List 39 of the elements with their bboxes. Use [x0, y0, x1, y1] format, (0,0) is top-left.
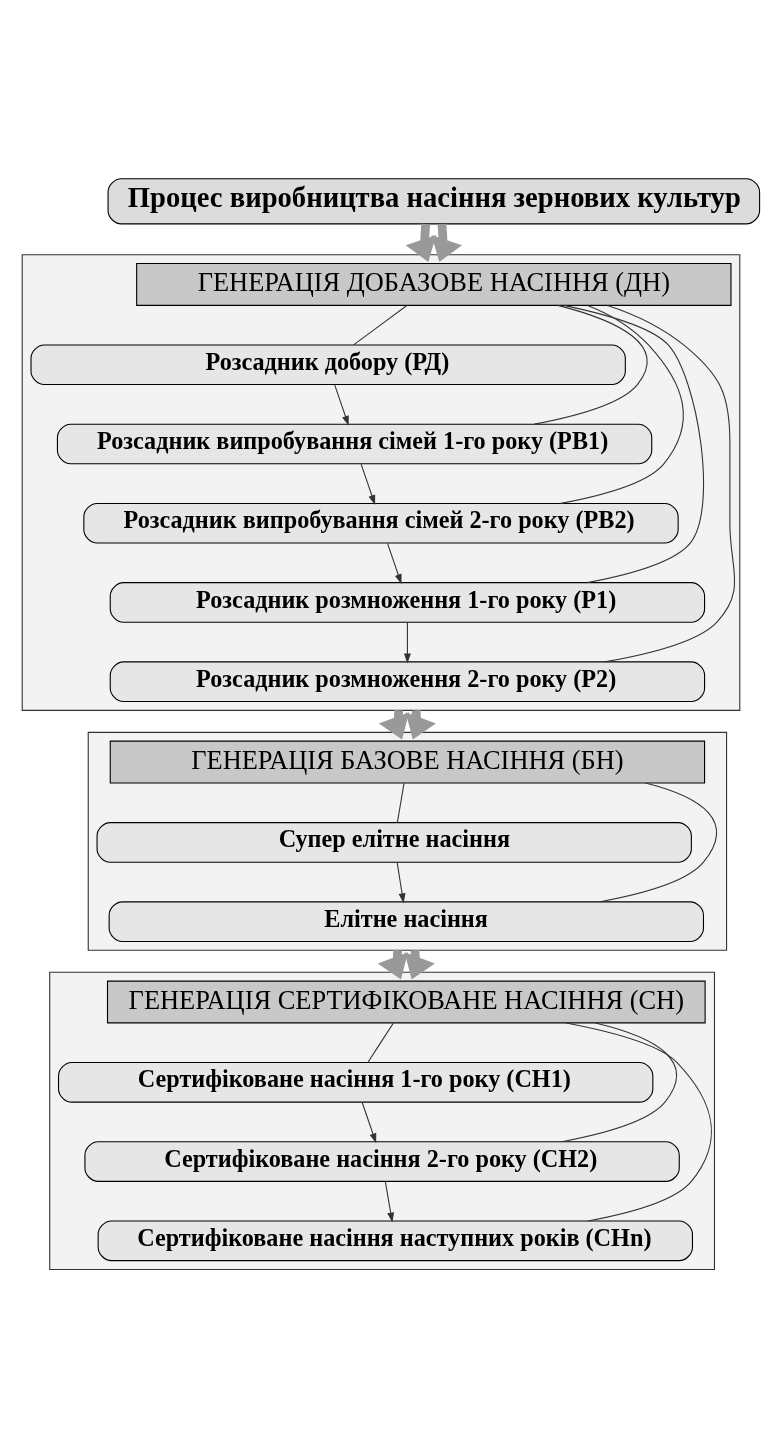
node-box: Розсадник випробування сімей 1-го року (РВ1)	[56, 423, 652, 464]
connector	[366, 1022, 394, 1063]
connector	[533, 304, 647, 425]
arrow	[361, 1101, 376, 1143]
connector	[559, 304, 684, 504]
node-box: ГЕНЕРАЦІЯ БАЗОВЕ НАСІННЯ (БН)	[109, 740, 705, 784]
arrow	[386, 542, 402, 584]
connector	[562, 304, 704, 583]
connector	[352, 304, 407, 345]
arrow	[405, 223, 436, 262]
connector	[603, 304, 735, 662]
arrow	[384, 1180, 394, 1223]
node-box: Сертифіковане насіння 1-го року (СН1)	[57, 1061, 653, 1103]
cluster	[21, 253, 740, 711]
node-box: Розсадник розмноження 1-го року (Р1)	[109, 581, 705, 623]
connector	[396, 782, 405, 823]
arrow	[360, 463, 375, 505]
cluster	[87, 731, 727, 951]
arrow	[405, 709, 436, 740]
node-box: Сертифіковане насіння 2-го року (СН2)	[83, 1140, 680, 1182]
arrow	[333, 383, 349, 426]
node-box: Сертифіковане насіння наступних років (СНn)	[97, 1219, 693, 1261]
arrow	[404, 949, 435, 979]
node-box: ГЕНЕРАЦІЯ ДОБАЗОВЕ НАСІННЯ (ДН)	[135, 262, 732, 306]
connector	[599, 781, 717, 902]
arrow	[403, 621, 411, 663]
node-box: Процес виробництва насіння зернових культур	[107, 177, 760, 224]
arrow	[378, 709, 409, 740]
arrow	[377, 949, 408, 979]
node-box: Розсадник випробування сімей 2-го року (РВ2)	[82, 502, 679, 544]
node-box: Розсадник розмноження 2-го року (Р2)	[109, 660, 705, 702]
arrow	[396, 861, 405, 903]
node-box: Розсадник добору (РД)	[29, 343, 626, 385]
connector	[560, 1021, 677, 1142]
arrow	[430, 223, 462, 262]
node-box: Елітне насіння	[108, 900, 704, 942]
node-box: ГЕНЕРАЦІЯ СЕРТИФІКОВАНЕ НАСІННЯ (СН)	[106, 980, 706, 1023]
node-box: Супер елітне насіння	[96, 821, 692, 863]
connector	[565, 1021, 712, 1222]
